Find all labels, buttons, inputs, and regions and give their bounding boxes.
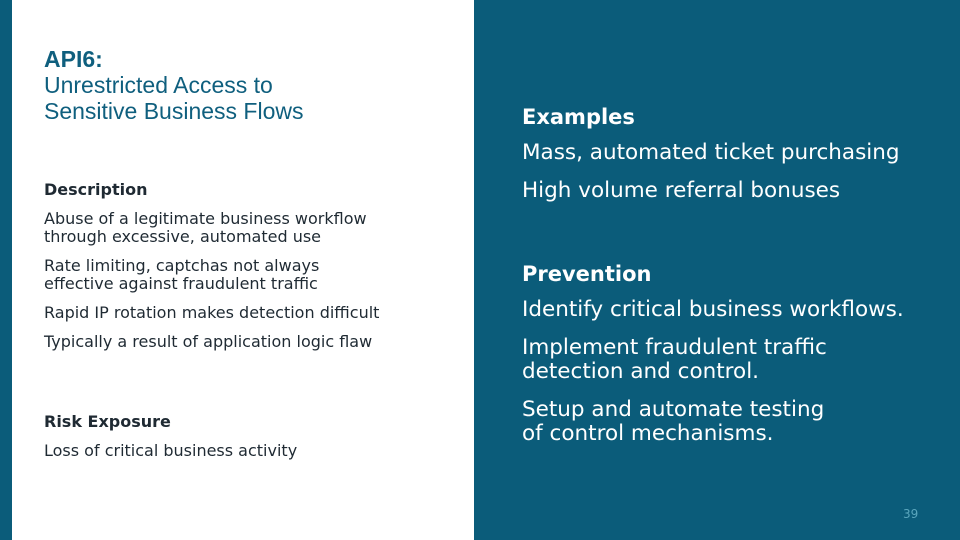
title-line-2: Sensitive Business Flows xyxy=(44,98,304,124)
example-item: Mass, automated ticket purchasing xyxy=(522,140,900,165)
prevention-section: Prevention Identify critical business wo… xyxy=(522,262,904,460)
risk-heading: Risk Exposure xyxy=(44,412,171,431)
description-item: Typically a result of application logic … xyxy=(44,332,373,351)
prevention-heading: Prevention xyxy=(522,262,652,286)
description-section: Description Abuse of a legitimate busine… xyxy=(44,180,424,362)
description-item: Rapid IP rotation makes detection diffic… xyxy=(44,303,380,322)
prevention-item: Setup and automate testing of control me… xyxy=(522,397,825,446)
title-code: API6: xyxy=(44,46,103,72)
left-panel xyxy=(12,0,474,540)
prevention-item: Implement fraudulent traffic detection a… xyxy=(522,335,827,384)
prevention-item: Identify critical business workflows. xyxy=(522,297,904,322)
title-line-1: Unrestricted Access to xyxy=(44,72,273,98)
risk-section: Risk Exposure Loss of critical business … xyxy=(44,412,297,471)
risk-item: Loss of critical business activity xyxy=(44,441,298,460)
page-number: 39 xyxy=(903,507,919,521)
description-heading: Description xyxy=(44,180,148,199)
example-item: High volume referral bonuses xyxy=(522,178,841,203)
description-item: Abuse of a legitimate business workflow … xyxy=(44,209,367,246)
examples-section: Examples Mass, automated ticket purchasi… xyxy=(522,105,900,217)
examples-heading: Examples xyxy=(522,105,635,129)
description-item: Rate limiting, captchas not always effec… xyxy=(44,256,320,293)
slide-title: API6: Unrestricted Access to Sensitive B… xyxy=(44,46,304,124)
